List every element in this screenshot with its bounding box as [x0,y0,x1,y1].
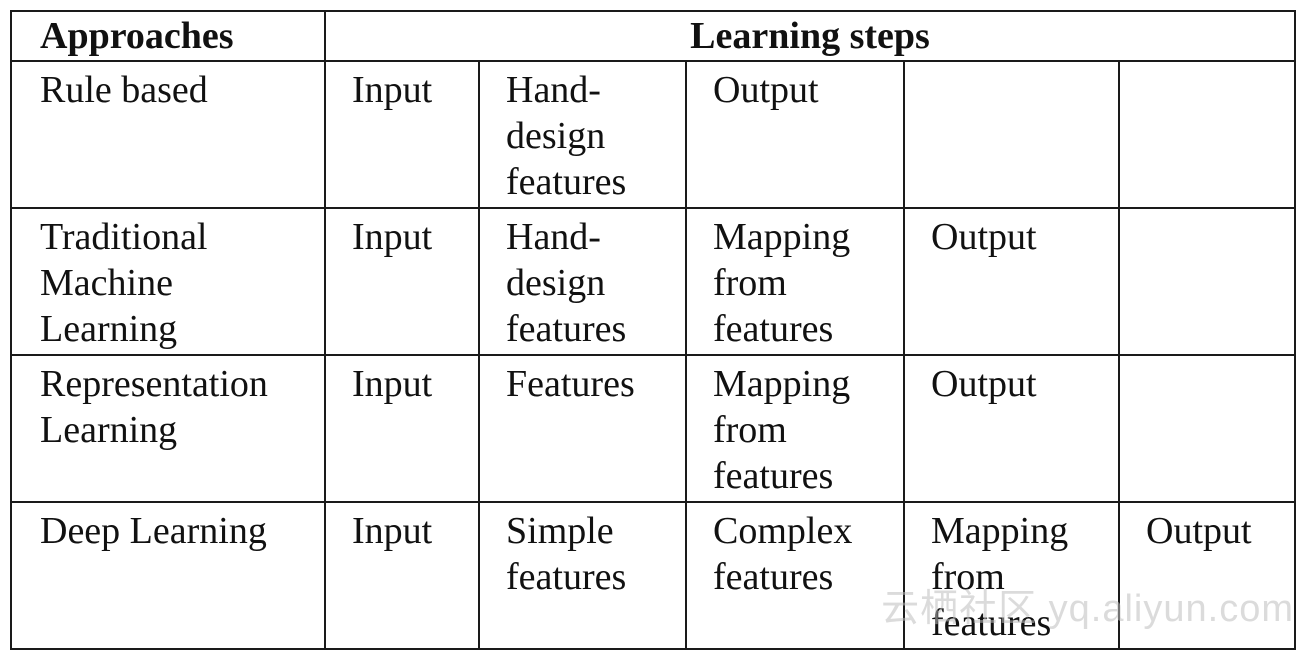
step-text: Mapping from features [713,363,851,497]
step-text: Output [931,216,1037,258]
step-cell: Hand- design features [478,60,687,209]
step-text: Hand- design features [506,216,627,350]
step-text: Output [1146,510,1252,552]
step-cell: Simple features [478,501,687,650]
step-cell: Output [685,60,905,209]
step-cell: Mapping from features [685,207,905,356]
step-text: Input [352,510,433,552]
step-cell: Complex features [685,501,905,650]
table-row: Deep Learning Input Simple features Comp… [10,501,1296,650]
approach-name: Deep Learning [40,510,267,552]
step-cell: Input [324,60,480,209]
step-text: Output [931,363,1037,405]
step-cell: Features [478,354,687,503]
learning-steps-header: Learning steps [324,10,1296,62]
step-cell: Output [903,354,1120,503]
step-cell: Output [1118,501,1296,650]
learning-approaches-table-container: Approaches Learning steps Rule based Inp… [10,10,1296,650]
step-cell: Input [324,207,480,356]
step-cell: Hand- design features [478,207,687,356]
step-text: Input [352,363,433,405]
table-row: Rule based Input Hand- design features O… [10,60,1296,209]
approach-name: Representation Learning [40,363,268,451]
step-text: Features [506,363,635,405]
approach-cell: Representation Learning [10,354,326,503]
step-text: Hand- design features [506,69,627,203]
step-cell [903,60,1120,209]
step-cell: Output [903,207,1120,356]
step-cell: Input [324,501,480,650]
approach-cell: Rule based [10,60,326,209]
learning-approaches-table: Approaches Learning steps Rule based Inp… [10,10,1296,650]
approach-cell: Deep Learning [10,501,326,650]
table-row: Representation Learning Input Features M… [10,354,1296,503]
step-text: Input [352,216,433,258]
header-row: Approaches Learning steps [10,10,1296,62]
step-cell: Mapping from features [685,354,905,503]
step-cell: Mapping from features [903,501,1120,650]
table-row: Traditional Machine Learning Input Hand-… [10,207,1296,356]
approaches-header: Approaches [10,10,326,62]
step-text: Complex features [713,510,853,598]
step-cell [1118,207,1296,356]
step-text: Output [713,69,819,111]
step-text: Input [352,69,433,111]
step-text: Mapping from features [931,510,1069,644]
step-text: Mapping from features [713,216,851,350]
step-text: Simple features [506,510,627,598]
approach-name: Rule based [40,69,208,111]
step-cell [1118,60,1296,209]
approach-cell: Traditional Machine Learning [10,207,326,356]
approach-name: Traditional Machine Learning [40,216,208,350]
step-cell [1118,354,1296,503]
step-cell: Input [324,354,480,503]
